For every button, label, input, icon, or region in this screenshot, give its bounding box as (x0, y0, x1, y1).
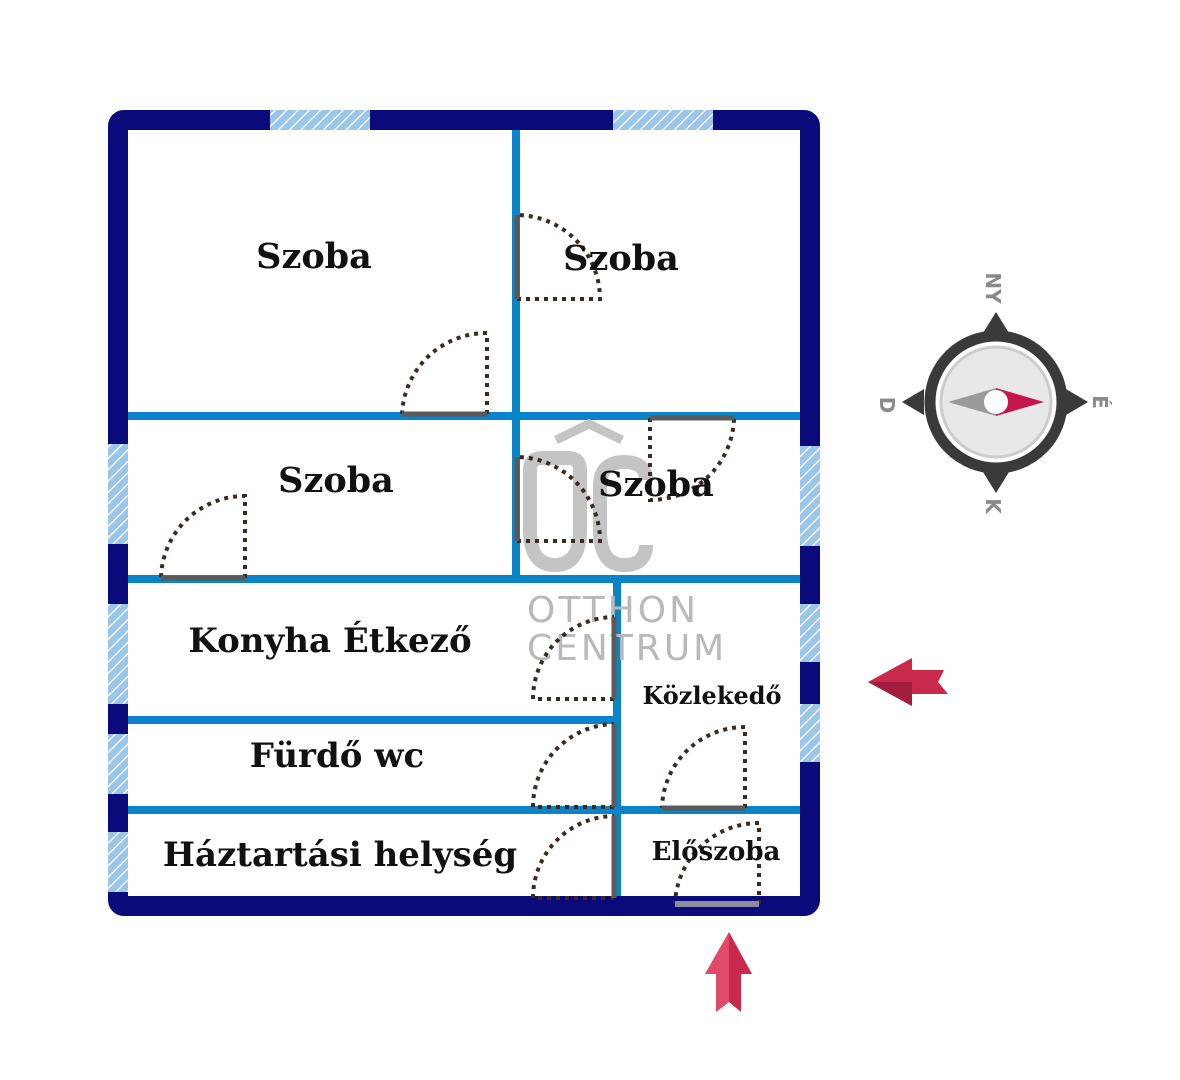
window-left-4 (108, 832, 128, 892)
compass: NY K D É (875, 272, 1112, 515)
windows (108, 110, 820, 892)
window-left-1 (108, 444, 128, 544)
window-right-3 (800, 704, 820, 762)
entrance-arrow-right-icon (868, 658, 948, 706)
room-label-kozlekedo: Közlekedő (642, 681, 781, 710)
room-label-eloszoba: Előszoba (652, 837, 781, 867)
compass-south-pointer-icon (983, 472, 1009, 493)
door-haztartasi (530, 814, 617, 900)
door-furdo (530, 722, 617, 809)
door-szoba-3 (159, 493, 247, 581)
door-szoba-4-left (514, 455, 603, 543)
compass-needle-icon (996, 388, 1044, 416)
compass-east-pointer-icon (1066, 389, 1088, 415)
watermark-logo-icon (554, 418, 624, 445)
window-right-1 (800, 446, 820, 546)
door-konyha (530, 615, 617, 701)
compass-label-south: K (981, 498, 1005, 515)
window-top-left (270, 110, 370, 130)
room-label-szoba-2: Szoba (563, 238, 679, 279)
door-szoba-1 (400, 330, 489, 417)
window-top-right (613, 110, 713, 130)
compass-label-east: É (1088, 395, 1112, 409)
doors (159, 213, 761, 907)
window-right-2 (800, 604, 820, 662)
room-label-haztartasi: Háztartási helység (163, 835, 517, 875)
room-labels: Szoba Szoba Szoba Szoba Konyha Étkező Fü… (163, 236, 782, 875)
compass-label-north: NY (981, 272, 1005, 304)
watermark-line-2: CENTRUM (527, 628, 727, 669)
door-szoba-2 (514, 213, 603, 301)
compass-west-pointer-icon (902, 389, 924, 415)
compass-north-pointer-icon (983, 312, 1009, 333)
door-kozlekedo (660, 724, 747, 811)
door-entrance (673, 820, 761, 907)
room-label-szoba-4: Szoba (598, 464, 714, 505)
outer-walls (108, 110, 820, 916)
room-label-furdo: Fürdő wc (250, 736, 424, 776)
door-szoba-4-right (648, 415, 736, 503)
window-left-2 (108, 604, 128, 704)
room-label-szoba-3: Szoba (278, 460, 394, 501)
window-left-3 (108, 734, 128, 794)
inner-walls (128, 130, 800, 896)
room-label-szoba-1: Szoba (256, 236, 372, 277)
entrance-arrow-up-icon (705, 932, 752, 1012)
compass-label-west: D (875, 397, 899, 414)
room-label-konyha: Konyha Étkező (188, 620, 471, 661)
otthon-centrum-watermark: OTTHON CENTRUM (523, 418, 727, 669)
